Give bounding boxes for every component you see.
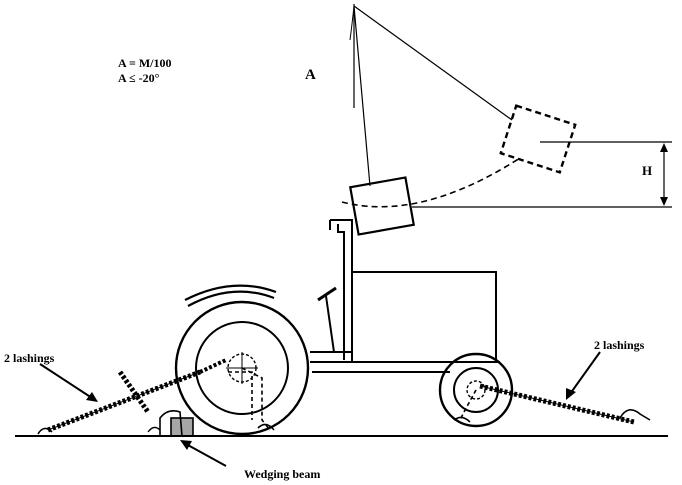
formula-line-1: A = M/100 [118, 56, 172, 70]
right-lashing-chain [479, 383, 651, 425]
angle-label: A [305, 67, 316, 83]
right-lashing-arrow [566, 351, 601, 400]
height-label: H [642, 163, 652, 178]
left-lashing-label: 2 lashings [4, 351, 55, 365]
left-lashing-chain [37, 358, 227, 435]
wedging-beam-label: Wedging beam [244, 467, 320, 481]
tractor [184, 219, 500, 373]
right-lashing-label: 2 lashings [594, 338, 645, 352]
rear-wheel [174, 300, 310, 436]
pendulum-reference [349, 4, 513, 187]
formula-line-2: A ≤ -20° [118, 71, 160, 85]
pendulum-raised-position [499, 104, 577, 174]
swing-arc [341, 157, 521, 208]
left-lashing-arrow [39, 363, 98, 402]
pendulum-block [348, 176, 416, 236]
wedging-beam-arrow [180, 440, 227, 467]
height-dimension [412, 141, 672, 208]
wedging-beam [147, 410, 194, 437]
